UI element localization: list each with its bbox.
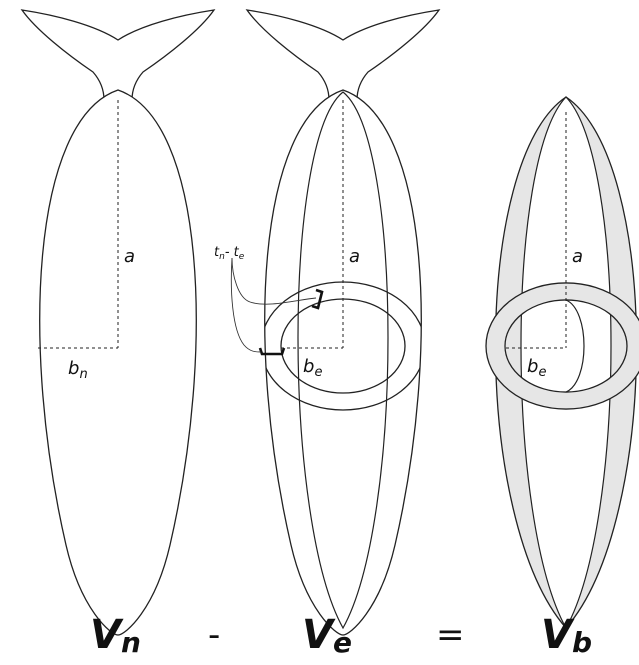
body-outline-2 [264, 89, 422, 636]
tail-fluke-1 [20, 9, 216, 101]
label-a-2: a [349, 246, 360, 267]
panel-body-with-ellipsoid: tn- te a be [214, 9, 441, 636]
ellipsoid-outline-2 [297, 91, 389, 630]
label-b-n: bn [68, 358, 88, 382]
label-a-1: a [124, 246, 135, 267]
inner-ellipsoid-3 [520, 96, 612, 630]
body-outline-1 [39, 89, 197, 636]
label-b-e-3: be [527, 356, 546, 380]
thickness-marker-upper [311, 288, 324, 310]
leader-line-lower [230, 257, 262, 353]
term-v-n: Vn [90, 612, 141, 659]
thickness-marker-lower [258, 347, 286, 356]
panel-blubber-volume: a be [485, 96, 639, 630]
term-v-b: Vb [541, 612, 592, 659]
term-v-e: Ve [302, 612, 352, 659]
label-thickness: tn- te [214, 245, 245, 262]
tail-fluke-2 [245, 9, 441, 101]
blubber-ring-3 [485, 282, 639, 410]
label-b-e-2: be [303, 356, 322, 380]
leader-line-upper [231, 257, 317, 305]
ellipsoid-inner-core-3 [565, 299, 585, 393]
minus-sign: - [208, 615, 220, 655]
panel-whole-body: a bn [20, 9, 216, 636]
label-a-3: a [572, 246, 583, 267]
equals-sign: = [436, 615, 465, 655]
equation: Vn - Ve = Vb [90, 612, 592, 659]
